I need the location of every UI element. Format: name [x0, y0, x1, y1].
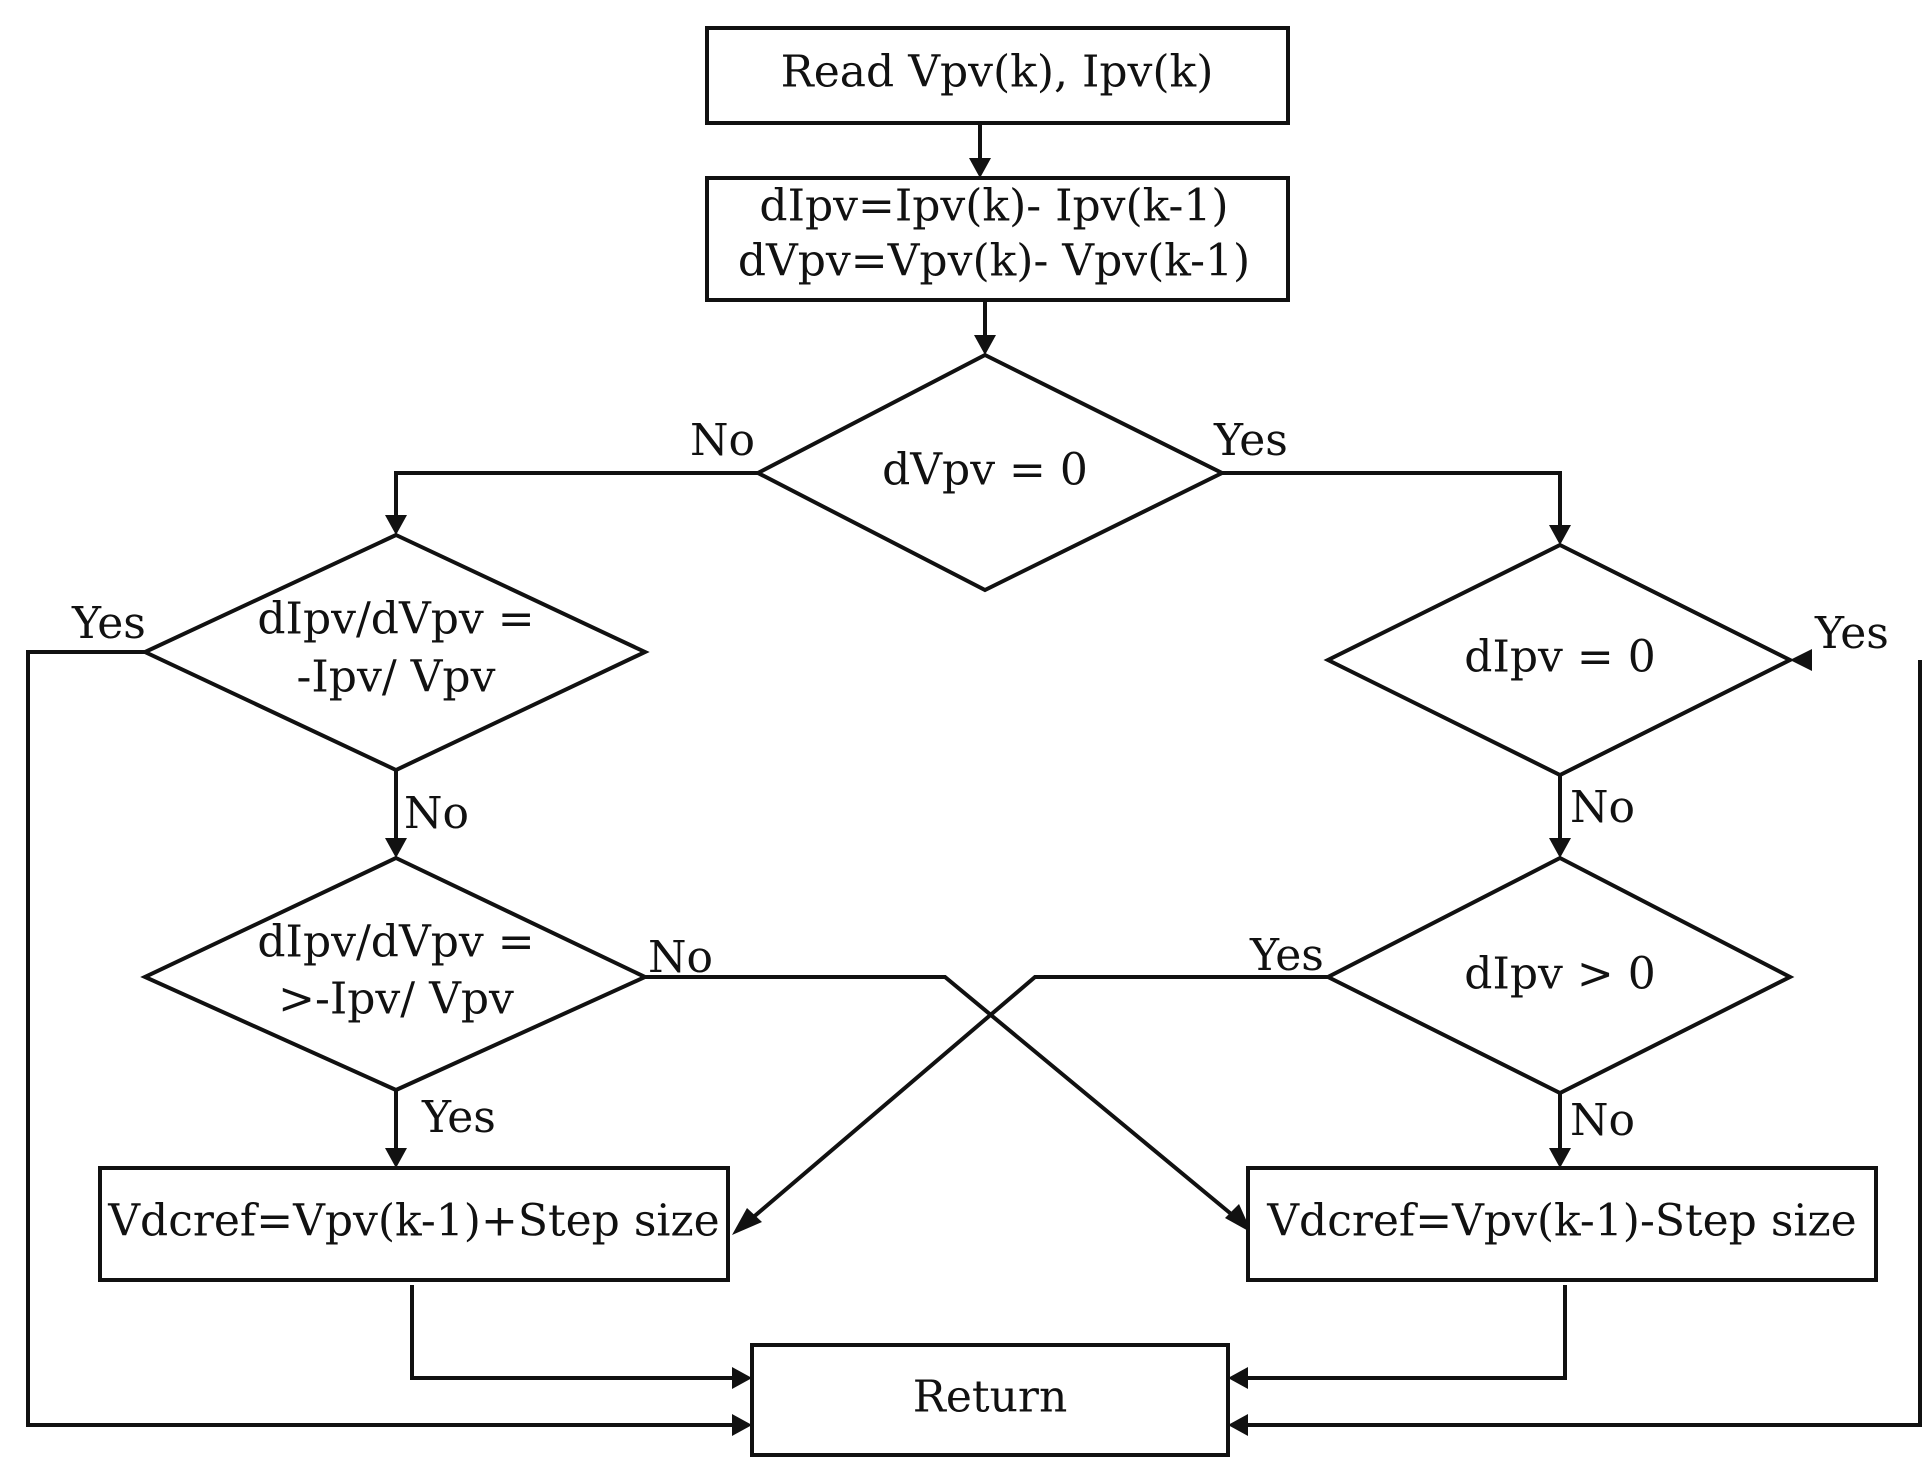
node-diff-line1: dIpv=Ipv(k)- Ipv(k-1)	[759, 181, 1228, 232]
arrowheads	[385, 158, 1812, 1436]
connector-cond1-yes	[26, 650, 732, 1427]
label-dv-yes: Yes	[1213, 415, 1288, 466]
decision-cond1: dIpv/dVpv = -Ipv/ Vpv	[140, 532, 650, 773]
arrowhead-cond2	[385, 838, 407, 858]
label-c1-yes: Yes	[71, 598, 146, 649]
label-c2-no: No	[648, 932, 713, 983]
node-increment: Vdcref=Vpv(k-1)+Step size	[98, 1166, 730, 1282]
label-di0-no: No	[1570, 782, 1635, 833]
arrowhead-dec-from-dipos	[1549, 1148, 1571, 1168]
arrowhead-return-left-top	[732, 1367, 752, 1389]
decision-dv-zero: dVpv = 0	[753, 352, 1227, 593]
node-increment-text: Vdcref=Vpv(k-1)+Step size	[107, 1196, 719, 1247]
decision-cond2-line1: dIpv/dVpv =	[257, 917, 534, 968]
decision-cond1-line1: dIpv/dVpv =	[257, 594, 534, 645]
label-c1-no: No	[404, 788, 469, 839]
node-diff-line2: dVpv=Vpv(k)- Vpv(k-1)	[738, 236, 1250, 287]
arrowhead-dvzero	[974, 335, 996, 355]
arrowhead-dipos	[1549, 838, 1571, 858]
node-read-text: Read Vpv(k), Ipv(k)	[781, 47, 1214, 98]
node-diff: dIpv=Ipv(k)- Ipv(k-1) dVpv=Vpv(k)- Vpv(k…	[705, 176, 1290, 302]
arrowhead-inc-from-dipos	[732, 1208, 762, 1235]
connector-dipos-yes	[748, 975, 1328, 1222]
node-return-text: Return	[913, 1372, 1068, 1423]
label-dip-yes: Yes	[1249, 930, 1324, 981]
connector-dvzero-yes	[1222, 471, 1562, 525]
connector-dvzero-no	[394, 471, 758, 515]
node-read: Read Vpv(k), Ipv(k)	[705, 26, 1290, 125]
decision-di-pos-text: dIpv > 0	[1464, 949, 1655, 1000]
connector-dizero-yes	[1248, 660, 1922, 1427]
decision-di-zero-text: dIpv = 0	[1464, 632, 1655, 683]
node-decrement: Vdcref=Vpv(k-1)-Step size	[1246, 1166, 1878, 1282]
decision-dv-zero-text: dVpv = 0	[882, 445, 1088, 496]
arrowhead-return-left-bottom	[732, 1414, 752, 1436]
node-decrement-text: Vdcref=Vpv(k-1)-Step size	[1266, 1196, 1856, 1247]
arrowhead-cond1	[385, 515, 407, 535]
arrowhead-dizero	[1549, 525, 1571, 545]
arrowhead-diff	[969, 158, 991, 178]
decision-di-pos: dIpv > 0	[1323, 855, 1795, 1096]
node-return: Return	[750, 1343, 1230, 1457]
arrowhead-return-right-top	[1228, 1367, 1248, 1389]
arrowhead-return-right-bottom	[1228, 1414, 1248, 1436]
decision-cond2-line2: >-Ipv/ Vpv	[278, 974, 514, 1025]
connector-cond2-no	[645, 975, 1238, 1220]
arrowhead-dec-from-cond2	[1225, 1204, 1252, 1233]
label-di0-yes: Yes	[1814, 608, 1889, 659]
arrowhead-dizero-yes-return	[1790, 649, 1812, 671]
arrowhead-inc-from-cond2	[385, 1148, 407, 1168]
connector-inc-to-return	[410, 1285, 732, 1380]
decision-cond2: dIpv/dVpv = >-Ipv/ Vpv	[140, 855, 650, 1093]
branch-labels: No Yes Yes No No Yes Yes No Yes No	[71, 415, 1889, 1146]
connector-dec-to-return	[1248, 1285, 1567, 1380]
connectors	[26, 123, 1922, 1427]
decision-cond1-line2: -Ipv/ Vpv	[297, 652, 496, 703]
label-c2-yes: Yes	[421, 1092, 496, 1143]
label-dv-no: No	[690, 415, 755, 466]
decision-di-zero: dIpv = 0	[1323, 542, 1795, 778]
label-dip-no: No	[1570, 1095, 1635, 1146]
